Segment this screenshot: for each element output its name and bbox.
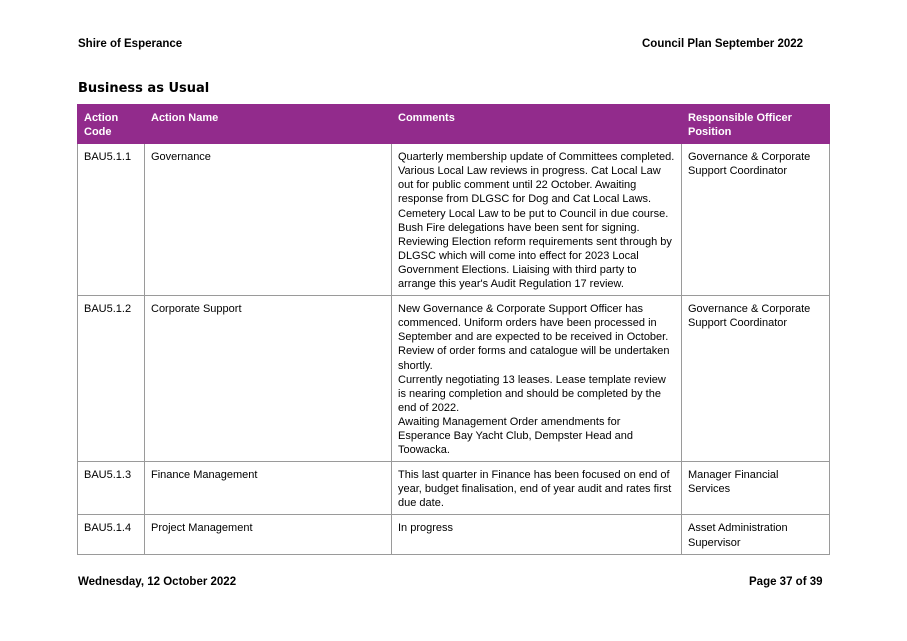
action-code-cell: BAU5.1.1 (77, 143, 145, 297)
action-name-cell: Project Management (144, 514, 392, 555)
page-number: Page 37 of 39 (749, 576, 823, 588)
action-name-cell: Finance Management (144, 461, 392, 516)
action-name-cell: Governance (144, 143, 392, 297)
column-header-action-code: Action Code (77, 103, 145, 145)
table-row: BAU5.1.2 Corporate Support New Governanc… (77, 295, 830, 463)
comments-cell: This last quarter in Finance has been fo… (391, 461, 682, 516)
action-code-cell: BAU5.1.4 (77, 514, 145, 555)
action-code-cell: BAU5.1.2 (77, 295, 145, 463)
column-header-action-name: Action Name (144, 103, 392, 145)
document-date: Wednesday, 12 October 2022 (78, 576, 237, 588)
column-header-responsible-officer: Responsible Officer Position (681, 103, 830, 145)
responsible-officer-cell: Manager Financial Services (681, 461, 830, 516)
actions-table: Action Code Action Name Comments Respons… (77, 103, 830, 555)
comments-cell: Quarterly membership update of Committee… (391, 143, 682, 297)
action-code-cell: BAU5.1.3 (77, 461, 145, 516)
table-row: BAU5.1.3 Finance Management This last qu… (77, 461, 830, 516)
action-name-cell: Corporate Support (144, 295, 392, 463)
document-organisation: Shire of Esperance (78, 38, 183, 50)
responsible-officer-cell: Governance & Corporate Support Coordinat… (681, 295, 830, 463)
table-row: BAU5.1.1 Governance Quarterly membership… (77, 143, 830, 297)
column-header-comments: Comments (391, 103, 682, 145)
table-header-row: Action Code Action Name Comments Respons… (77, 103, 830, 145)
comments-cell: In progress (391, 514, 682, 555)
responsible-officer-cell: Governance & Corporate Support Coordinat… (681, 143, 830, 297)
section-title: Business as Usual (78, 81, 210, 96)
responsible-officer-cell: Asset Administration Supervisor (681, 514, 830, 555)
comments-cell: New Governance & Corporate Support Offic… (391, 295, 682, 463)
document-title: Council Plan September 2022 (642, 38, 804, 50)
table-row: BAU5.1.4 Project Management In progress … (77, 514, 830, 555)
